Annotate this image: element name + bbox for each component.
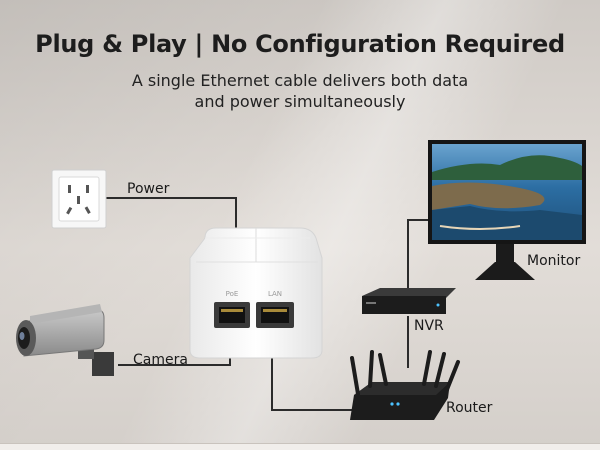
port-lan-label: LAN: [268, 290, 282, 298]
label-monitor: Monitor: [527, 253, 581, 269]
router-icon: [350, 350, 460, 420]
label-nvr: NVR: [414, 318, 444, 334]
nvr-monitor-cable: [407, 219, 430, 292]
label-router: Router: [446, 400, 493, 416]
label-power: Power: [127, 181, 170, 197]
subtitle-line-1: A single Ethernet cable delivers both da…: [131, 71, 469, 90]
power-cable: [105, 197, 237, 240]
wall-outlet-icon: [51, 169, 107, 229]
floor-baseboard: [0, 443, 600, 450]
subtitle-line-2: and power simultaneously: [194, 92, 406, 111]
monitor-icon: [428, 140, 586, 280]
page-subtitle: A single Ethernet cable delivers both da…: [0, 70, 600, 112]
poe-injector-icon: [189, 227, 323, 359]
camera-icon: [16, 304, 114, 376]
nvr-icon: [362, 288, 456, 314]
page-title: Plug & Play | No Configuration Required: [35, 30, 565, 58]
label-camera: Camera: [133, 352, 188, 368]
port-poe-label: PoE: [226, 290, 239, 298]
